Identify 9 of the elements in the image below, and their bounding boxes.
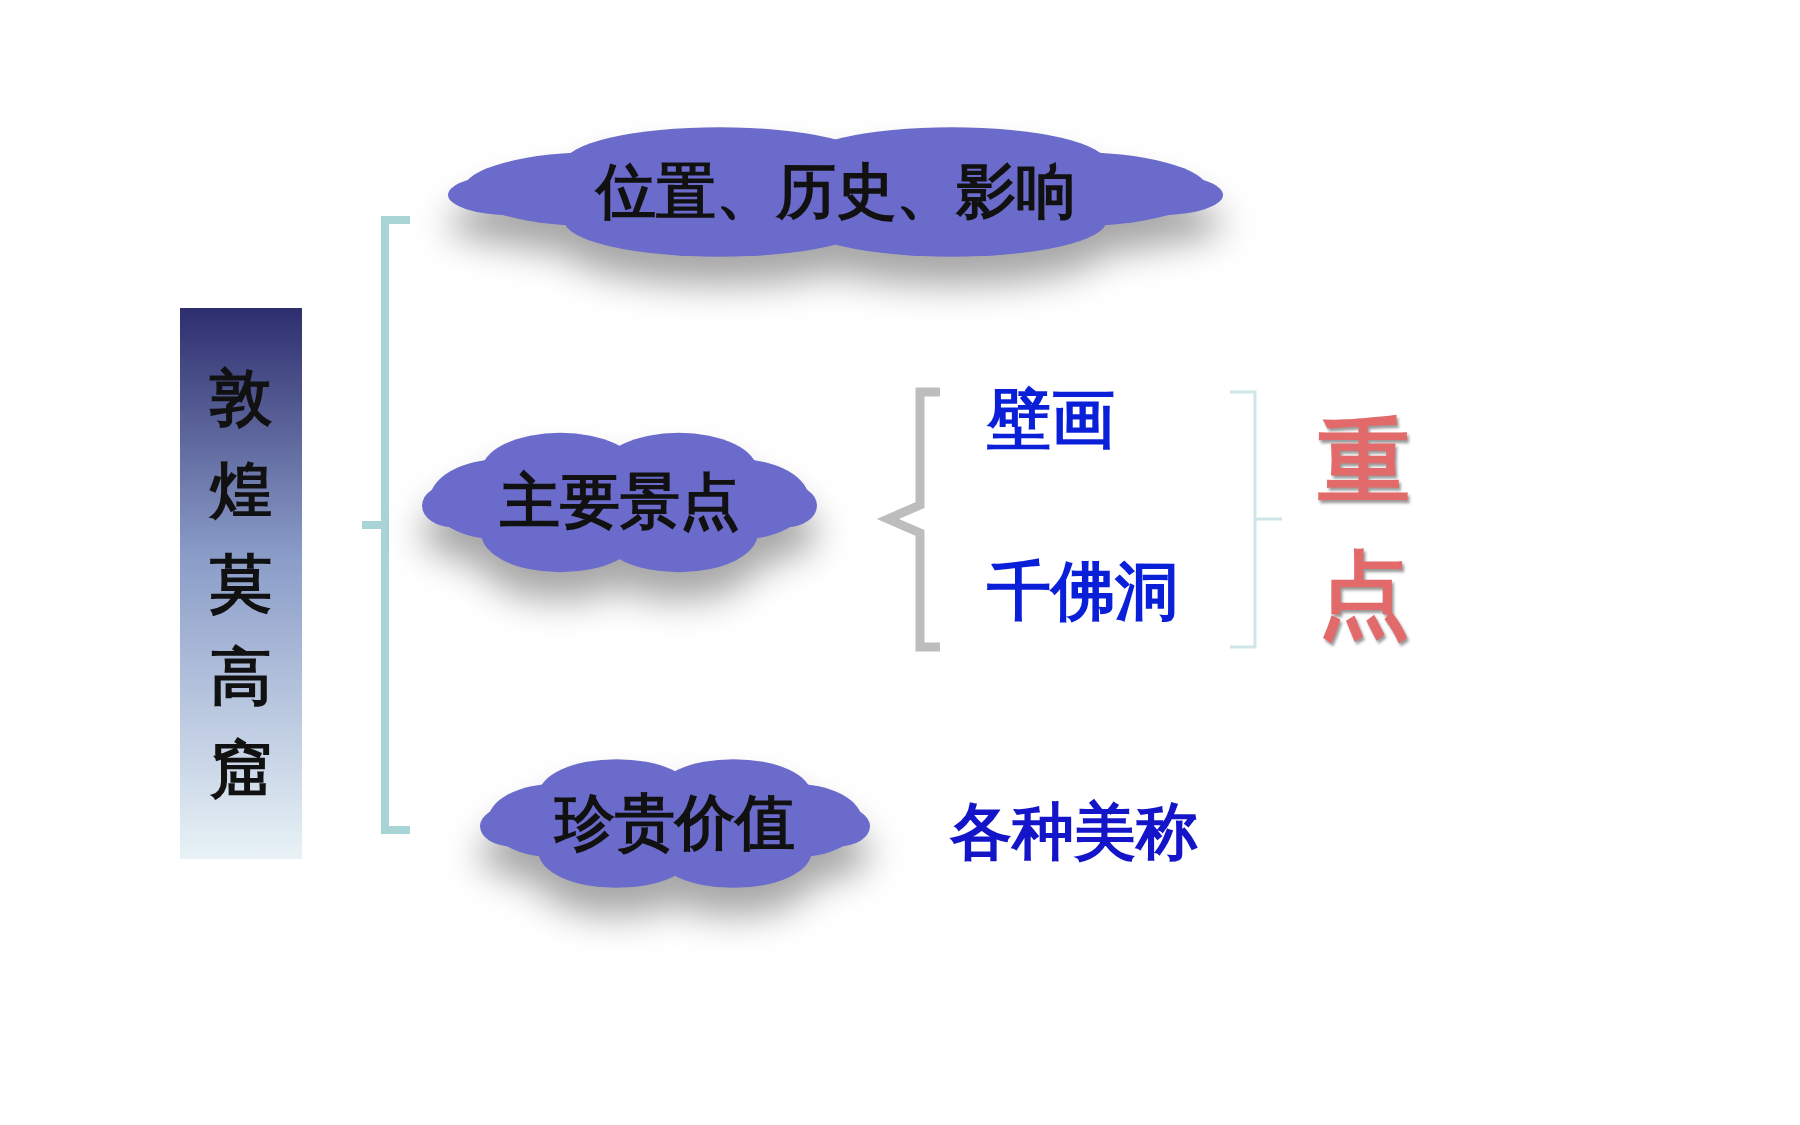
- item-text: 壁画: [987, 381, 1115, 458]
- vertical-title: 敦煌莫高窟: [210, 360, 272, 808]
- topic-text: 珍贵价值: [555, 786, 795, 859]
- emphasis-text: 重点: [1318, 406, 1410, 651]
- title-banner: [180, 308, 302, 859]
- item-text: 千佛洞: [987, 553, 1179, 630]
- topic-text: 位置、历史、影响: [595, 154, 1076, 228]
- note-text: 各种美称: [950, 794, 1198, 870]
- topic-text: 主要景点: [499, 465, 740, 538]
